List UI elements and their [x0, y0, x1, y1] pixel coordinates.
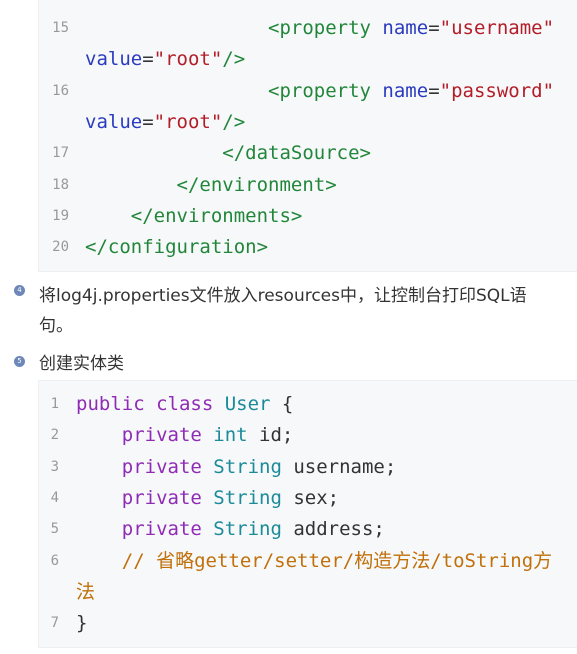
code-token: </environment>: [176, 173, 337, 196]
line-number: 20: [52, 239, 69, 256]
code-token: id;: [259, 424, 294, 447]
code-line: 5 private String address;: [39, 514, 577, 545]
code-token: sex;: [293, 486, 340, 509]
code-token: value: [85, 48, 143, 71]
code-text: </environment>: [85, 170, 337, 201]
code-token: [85, 80, 268, 102]
code-token: />: [222, 110, 246, 133]
code-line: 7}: [39, 608, 577, 639]
code-line: 19 </environments>: [39, 201, 577, 232]
line-number: 6: [50, 552, 59, 569]
code-line: 6 // 省略getter/setter/构造方法/toString方: [39, 546, 577, 577]
code-text: private String sex;: [76, 483, 339, 514]
code-token: String: [213, 518, 294, 541]
code-text: </configuration>: [85, 232, 268, 263]
step-5-text: 创建实体类: [39, 354, 124, 374]
code-text: private String address;: [76, 514, 385, 545]
code-text: <property name="password": [85, 76, 554, 107]
step-4-text-line1: 将log4j.properties文件放入resources中，让控制台打印SQ…: [39, 286, 527, 306]
code-text: private int id;: [76, 420, 294, 451]
code-text: value="root"/>: [85, 44, 245, 75]
code-token: =: [428, 17, 440, 39]
code-token: </configuration>: [85, 236, 269, 259]
code-text: private String username;: [76, 452, 397, 483]
code-token: =: [142, 48, 154, 71]
line-number: 17: [52, 145, 69, 162]
code-text: // 省略getter/setter/构造方法/toString方: [76, 546, 552, 577]
code-token: =: [428, 79, 440, 102]
code-token: String: [213, 455, 294, 478]
code-token: "password": [439, 79, 555, 102]
code-token: "root": [153, 48, 223, 71]
code-text: <property name="username": [85, 13, 554, 44]
code-text: value="root"/>: [85, 107, 245, 138]
code-line: 2 private int id;: [39, 420, 577, 451]
code-line: 15 <property name="username": [39, 13, 577, 44]
code-token: int: [213, 424, 260, 447]
line-number: 16: [52, 82, 69, 99]
line-number: 2: [50, 427, 59, 444]
code-line: value="root"/>: [39, 107, 577, 138]
code-token: class: [156, 393, 225, 415]
code-line: 17 </dataSource>: [39, 138, 577, 169]
code-text: }: [76, 608, 87, 639]
line-number: 18: [52, 176, 69, 193]
code-token: String: [213, 486, 294, 509]
step-4-text-line2: 句。: [39, 316, 73, 336]
code-token: address;: [293, 518, 385, 541]
step-badge-4: 4: [14, 285, 25, 296]
code-token: [85, 142, 222, 164]
code-text: public class User {: [76, 389, 293, 420]
code-line: 18 </environment>: [39, 170, 577, 201]
code-block-xml-config: 15 <property name="username"value="root"…: [38, 0, 577, 272]
code-token: public: [76, 393, 157, 415]
code-token: [85, 174, 177, 196]
code-line: 4 private String sex;: [39, 483, 577, 514]
code-token: 法: [76, 580, 96, 603]
step-badge-5: 5: [14, 356, 25, 367]
code-line: 16 <property name="password": [39, 76, 577, 107]
code-token: username;: [293, 455, 397, 478]
line-number: 5: [50, 521, 59, 538]
code-token: />: [222, 48, 246, 71]
code-token: private: [76, 518, 214, 541]
code-line: 法: [39, 577, 577, 608]
code-token: }: [76, 612, 88, 635]
code-token: name: [382, 79, 429, 102]
code-token: </environments>: [130, 204, 303, 227]
line-number: 19: [52, 207, 69, 224]
line-number: 15: [52, 20, 69, 36]
code-token: private: [76, 455, 214, 478]
code-token: =: [142, 110, 154, 133]
code-token: </dataSource>: [222, 142, 371, 165]
line-number: 3: [50, 458, 59, 475]
code-token: // 省略getter/setter/构造方法/toString方: [76, 549, 553, 572]
code-token: "username": [439, 17, 555, 39]
code-token: <property: [268, 17, 383, 39]
line-number: 7: [50, 615, 59, 632]
code-token: <property: [268, 79, 383, 102]
code-line: 3 private String username;: [39, 452, 577, 483]
code-token: private: [76, 424, 214, 447]
code-token: User: [224, 393, 282, 415]
code-line: 1 public class User {: [39, 389, 577, 420]
code-token: [85, 17, 268, 39]
line-number: 4: [50, 489, 59, 506]
code-token: {: [281, 393, 294, 415]
code-token: name: [382, 17, 429, 39]
line-number: 1: [50, 396, 59, 412]
code-token: "root": [153, 110, 223, 133]
code-token: [85, 205, 131, 227]
code-token: value: [85, 110, 143, 133]
code-token: private: [76, 486, 214, 509]
code-line: value="root"/>: [39, 44, 577, 75]
code-line: 20 </configuration>: [39, 232, 577, 263]
code-text: </dataSource>: [85, 138, 371, 169]
code-text: </environments>: [85, 201, 303, 232]
code-text: 法: [76, 577, 95, 608]
